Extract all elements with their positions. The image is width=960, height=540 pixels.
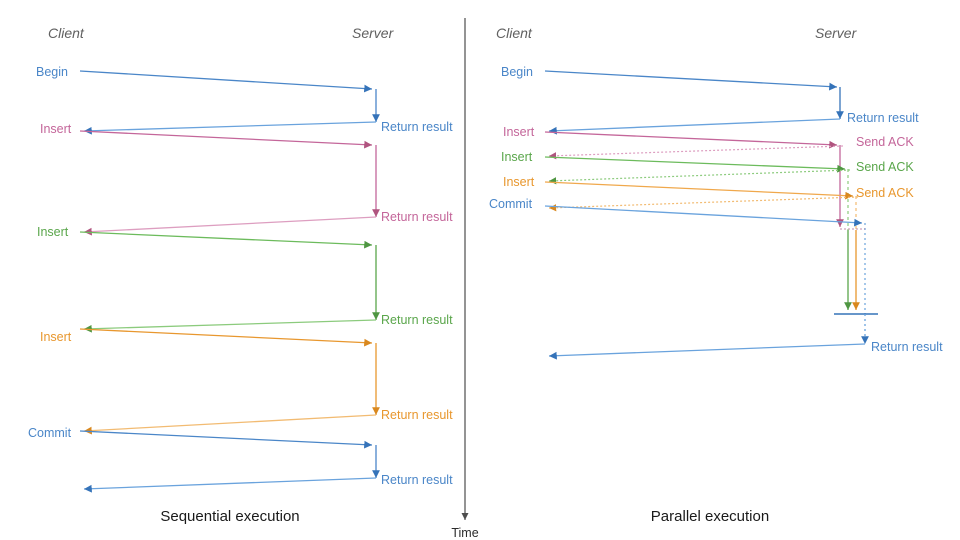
server-header-sequential: Server [352,25,395,41]
message-arrow-return-pink [83,216,377,236]
message-arrow-return-blue-parallel-1 [548,118,841,135]
time-axis: Time [451,18,479,540]
message-arrow-return-blue-2 [83,477,377,493]
message-arrow-insert-pink-parallel [544,131,838,149]
message-arrow-begin-parallel [544,70,838,91]
message-arrow-begin [79,70,373,93]
message-label-return-orange: Return result [381,408,453,422]
message-label-ack-green: Send ACK [856,160,914,174]
message-label-return-green: Return result [381,313,453,327]
panel-sequential: Client Server Begin Return result Insert… [28,25,453,525]
message-arrow-commit [79,430,373,449]
message-label-insert-pink: Insert [40,122,72,136]
message-arrow-ack-orange [548,196,859,212]
message-arrow-ack-green [548,169,851,185]
message-label-begin-parallel: Begin [501,65,533,79]
message-label-insert-green-parallel: Insert [501,150,533,164]
message-arrow-ack-pink [548,145,844,160]
message-label-insert-green: Insert [37,225,69,239]
message-label-ack-pink: Send ACK [856,135,914,149]
message-arrow-return-blue-1 [83,121,377,135]
caption-sequential: Sequential execution [160,508,299,525]
time-axis-label: Time [451,526,478,540]
message-arrow-commit-parallel [544,205,863,227]
message-label-begin: Begin [36,65,68,79]
message-label-insert-pink-parallel: Insert [503,125,535,139]
message-arrow-insert-pink [79,130,373,149]
message-label-return-blue-parallel-1: Return result [847,111,919,125]
message-label-commit: Commit [28,426,72,440]
message-label-return-blue-2: Return result [381,473,453,487]
message-label-insert-orange-parallel: Insert [503,175,535,189]
message-label-ack-orange: Send ACK [856,186,914,200]
client-header-parallel: Client [496,25,533,41]
panel-parallel: Client Server Begin Return result Insert… [489,25,943,525]
message-label-return-blue-parallel-2: Return result [871,340,943,354]
message-arrow-return-blue-parallel-2 [548,343,866,360]
message-arrow-insert-orange [79,328,373,347]
server-header-parallel: Server [815,25,858,41]
message-label-commit-parallel: Commit [489,197,533,211]
message-arrow-insert-green [79,231,373,249]
message-arrow-return-green [83,319,377,333]
caption-parallel: Parallel execution [651,508,769,525]
message-arrow-insert-orange-parallel [544,181,854,200]
message-arrow-return-orange [83,414,377,435]
message-label-return-pink: Return result [381,210,453,224]
client-header-sequential: Client [48,25,85,41]
message-arrow-insert-green-parallel [544,156,846,173]
message-label-insert-orange: Insert [40,330,72,344]
message-label-return-blue-1: Return result [381,120,453,134]
